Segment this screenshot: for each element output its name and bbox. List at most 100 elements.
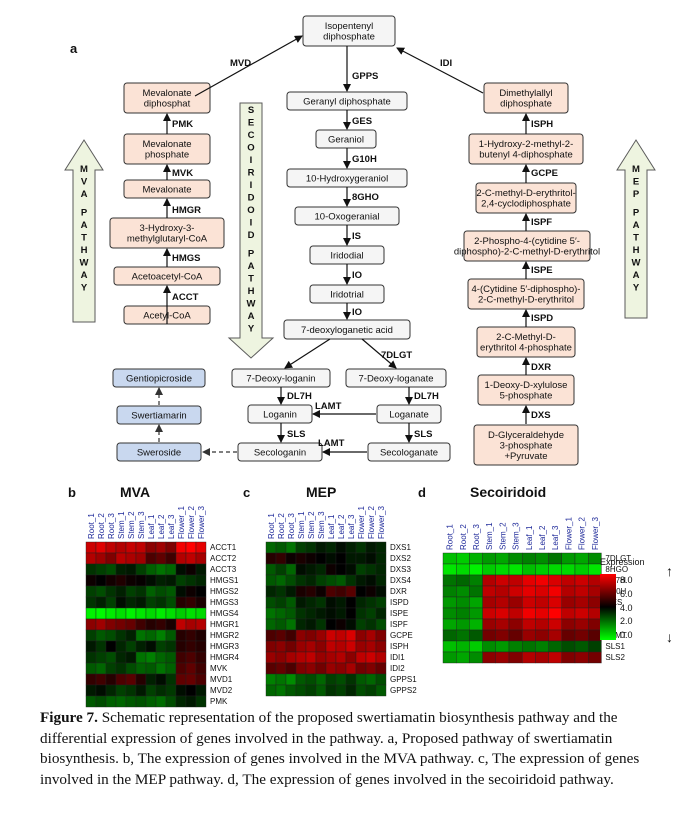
- column-label: Leaf_3: [347, 514, 356, 539]
- heatmap-cell: [365, 541, 377, 554]
- heatmap-cell: [469, 563, 483, 576]
- heatmap-cell: [335, 585, 347, 598]
- row-label: LAMT: [605, 631, 626, 640]
- heatmap-cell: [522, 552, 536, 565]
- heatmap-cell: [482, 607, 497, 620]
- column-label: Root_3: [287, 513, 296, 539]
- heatmap-cell: [574, 574, 589, 587]
- heatmap-cell: [125, 596, 137, 609]
- heatmap-cell: [135, 684, 147, 697]
- heatmap-cell: [456, 651, 470, 664]
- heatmap-cell: [145, 607, 157, 620]
- node-secologanin: Secologanin: [237, 442, 323, 462]
- heatmap-cell: [365, 618, 377, 631]
- heatmap-cell: [561, 596, 576, 609]
- node-loganate-text: Loganate: [389, 409, 429, 420]
- heatmap-cell: [105, 596, 117, 609]
- column-label: Leaf_2: [337, 514, 346, 539]
- enzyme-label-io: IO: [352, 307, 362, 318]
- heatmap-cell: [115, 574, 127, 587]
- heatmap-cell: [175, 629, 187, 642]
- heatmap-cell: [95, 684, 107, 697]
- heatmap-cell: [125, 563, 137, 576]
- heatmap-cell: [155, 563, 167, 576]
- row-label: MVD1: [210, 675, 233, 684]
- heatmap-cell: [375, 552, 387, 565]
- node-loganate: Loganate: [376, 404, 442, 424]
- heatmap-cell: [469, 574, 483, 587]
- heatmap-cell: [115, 673, 127, 686]
- node-isopentenyl-text: diphosphate: [323, 32, 375, 43]
- heatmap-cell: [325, 574, 337, 587]
- legend-tick-3: 2.0: [620, 616, 633, 626]
- heatmap-cell: [345, 596, 357, 609]
- node-dmapp-text: diphosphate: [500, 99, 552, 110]
- row-label: SLS2: [605, 653, 625, 662]
- heatmap-cell: [125, 541, 137, 554]
- heatmap-cell: [365, 640, 377, 653]
- heatmap-cell: [535, 629, 549, 642]
- heatmap-cell: [442, 618, 457, 631]
- node-hmbpp-text: butenyl 4-diphosphate: [479, 150, 573, 161]
- heatmap-cell: [345, 541, 357, 554]
- heatmap-cell: [574, 651, 589, 664]
- node-dxp-text: 1-Deoxy-D-xylulose: [485, 380, 568, 391]
- heatmap-cell: [295, 684, 307, 697]
- node-g3p-text: 3-phosphate: [500, 440, 553, 451]
- heatmap-cell: [482, 629, 497, 642]
- heatmap-cell: [105, 541, 117, 554]
- heatmap-cell: [295, 629, 307, 642]
- heatmap-cell: [165, 563, 177, 576]
- node-oxogeranial-text: 10-Oxogeranial: [315, 211, 380, 222]
- heatmap-cell: [508, 629, 523, 642]
- node-loganin: Loganin: [247, 404, 313, 424]
- heatmap-cell: [135, 585, 147, 598]
- edge-arrow: [396, 47, 484, 94]
- heatmap-cell: [105, 651, 117, 664]
- heatmap-cell: [375, 629, 387, 642]
- heatmap-cell: [105, 607, 117, 620]
- heatmap-cell: [456, 552, 470, 565]
- heatmap-cell: [495, 596, 510, 609]
- node-mevalonate-p-text: Mevalonate: [142, 139, 191, 150]
- heatmap-cell: [355, 563, 367, 576]
- heatmap-cell: [561, 618, 576, 631]
- heatmap-cell: [95, 618, 107, 631]
- heatmap-cell: [375, 585, 387, 598]
- heatmap-cell: [185, 695, 197, 708]
- heatmap-cell: [295, 662, 307, 675]
- heatmap-cell: [145, 629, 157, 642]
- heatmap-cell: [535, 651, 549, 664]
- heatmap-cell: [145, 618, 157, 631]
- heatmap-cell: [285, 607, 297, 620]
- heatmap-cell: [95, 673, 107, 686]
- heatmap-cell: [95, 596, 107, 609]
- heatmap-cell: [375, 618, 387, 631]
- heatmap-cell: [125, 695, 137, 708]
- heatmap-cell: [375, 574, 387, 587]
- heatmap-cell: [535, 574, 549, 587]
- heatmap-cell: [165, 585, 177, 598]
- heatmap-cell: [145, 563, 157, 576]
- heatmap-cell: [548, 596, 562, 609]
- figure-caption: Figure 7. Schematic representation of th…: [40, 708, 680, 790]
- heatmap-cell: [305, 563, 317, 576]
- heatmap-cell: [115, 684, 127, 697]
- column-label: Root_1: [267, 513, 276, 539]
- expression-legend: Expression 8.0 6.0 4.0 2.0 0.0 ↑ ↓: [600, 557, 673, 645]
- heatmap-cell: [561, 552, 576, 565]
- heatmap-cell: [325, 585, 337, 598]
- heatmap-cell: [325, 541, 337, 554]
- heatmap-cell: [175, 563, 187, 576]
- heatmap-cell: [95, 585, 107, 598]
- heatmap-cell: [355, 541, 367, 554]
- heatmap-cell: [175, 662, 187, 675]
- enzyme-label-isph: ISPH: [531, 119, 553, 130]
- heatmap-cell: [548, 629, 562, 642]
- row-label: DXS4: [390, 576, 411, 585]
- heatmap-cell: [508, 596, 523, 609]
- row-label: ACCT1: [210, 543, 237, 552]
- heatmap-cell: [305, 673, 317, 686]
